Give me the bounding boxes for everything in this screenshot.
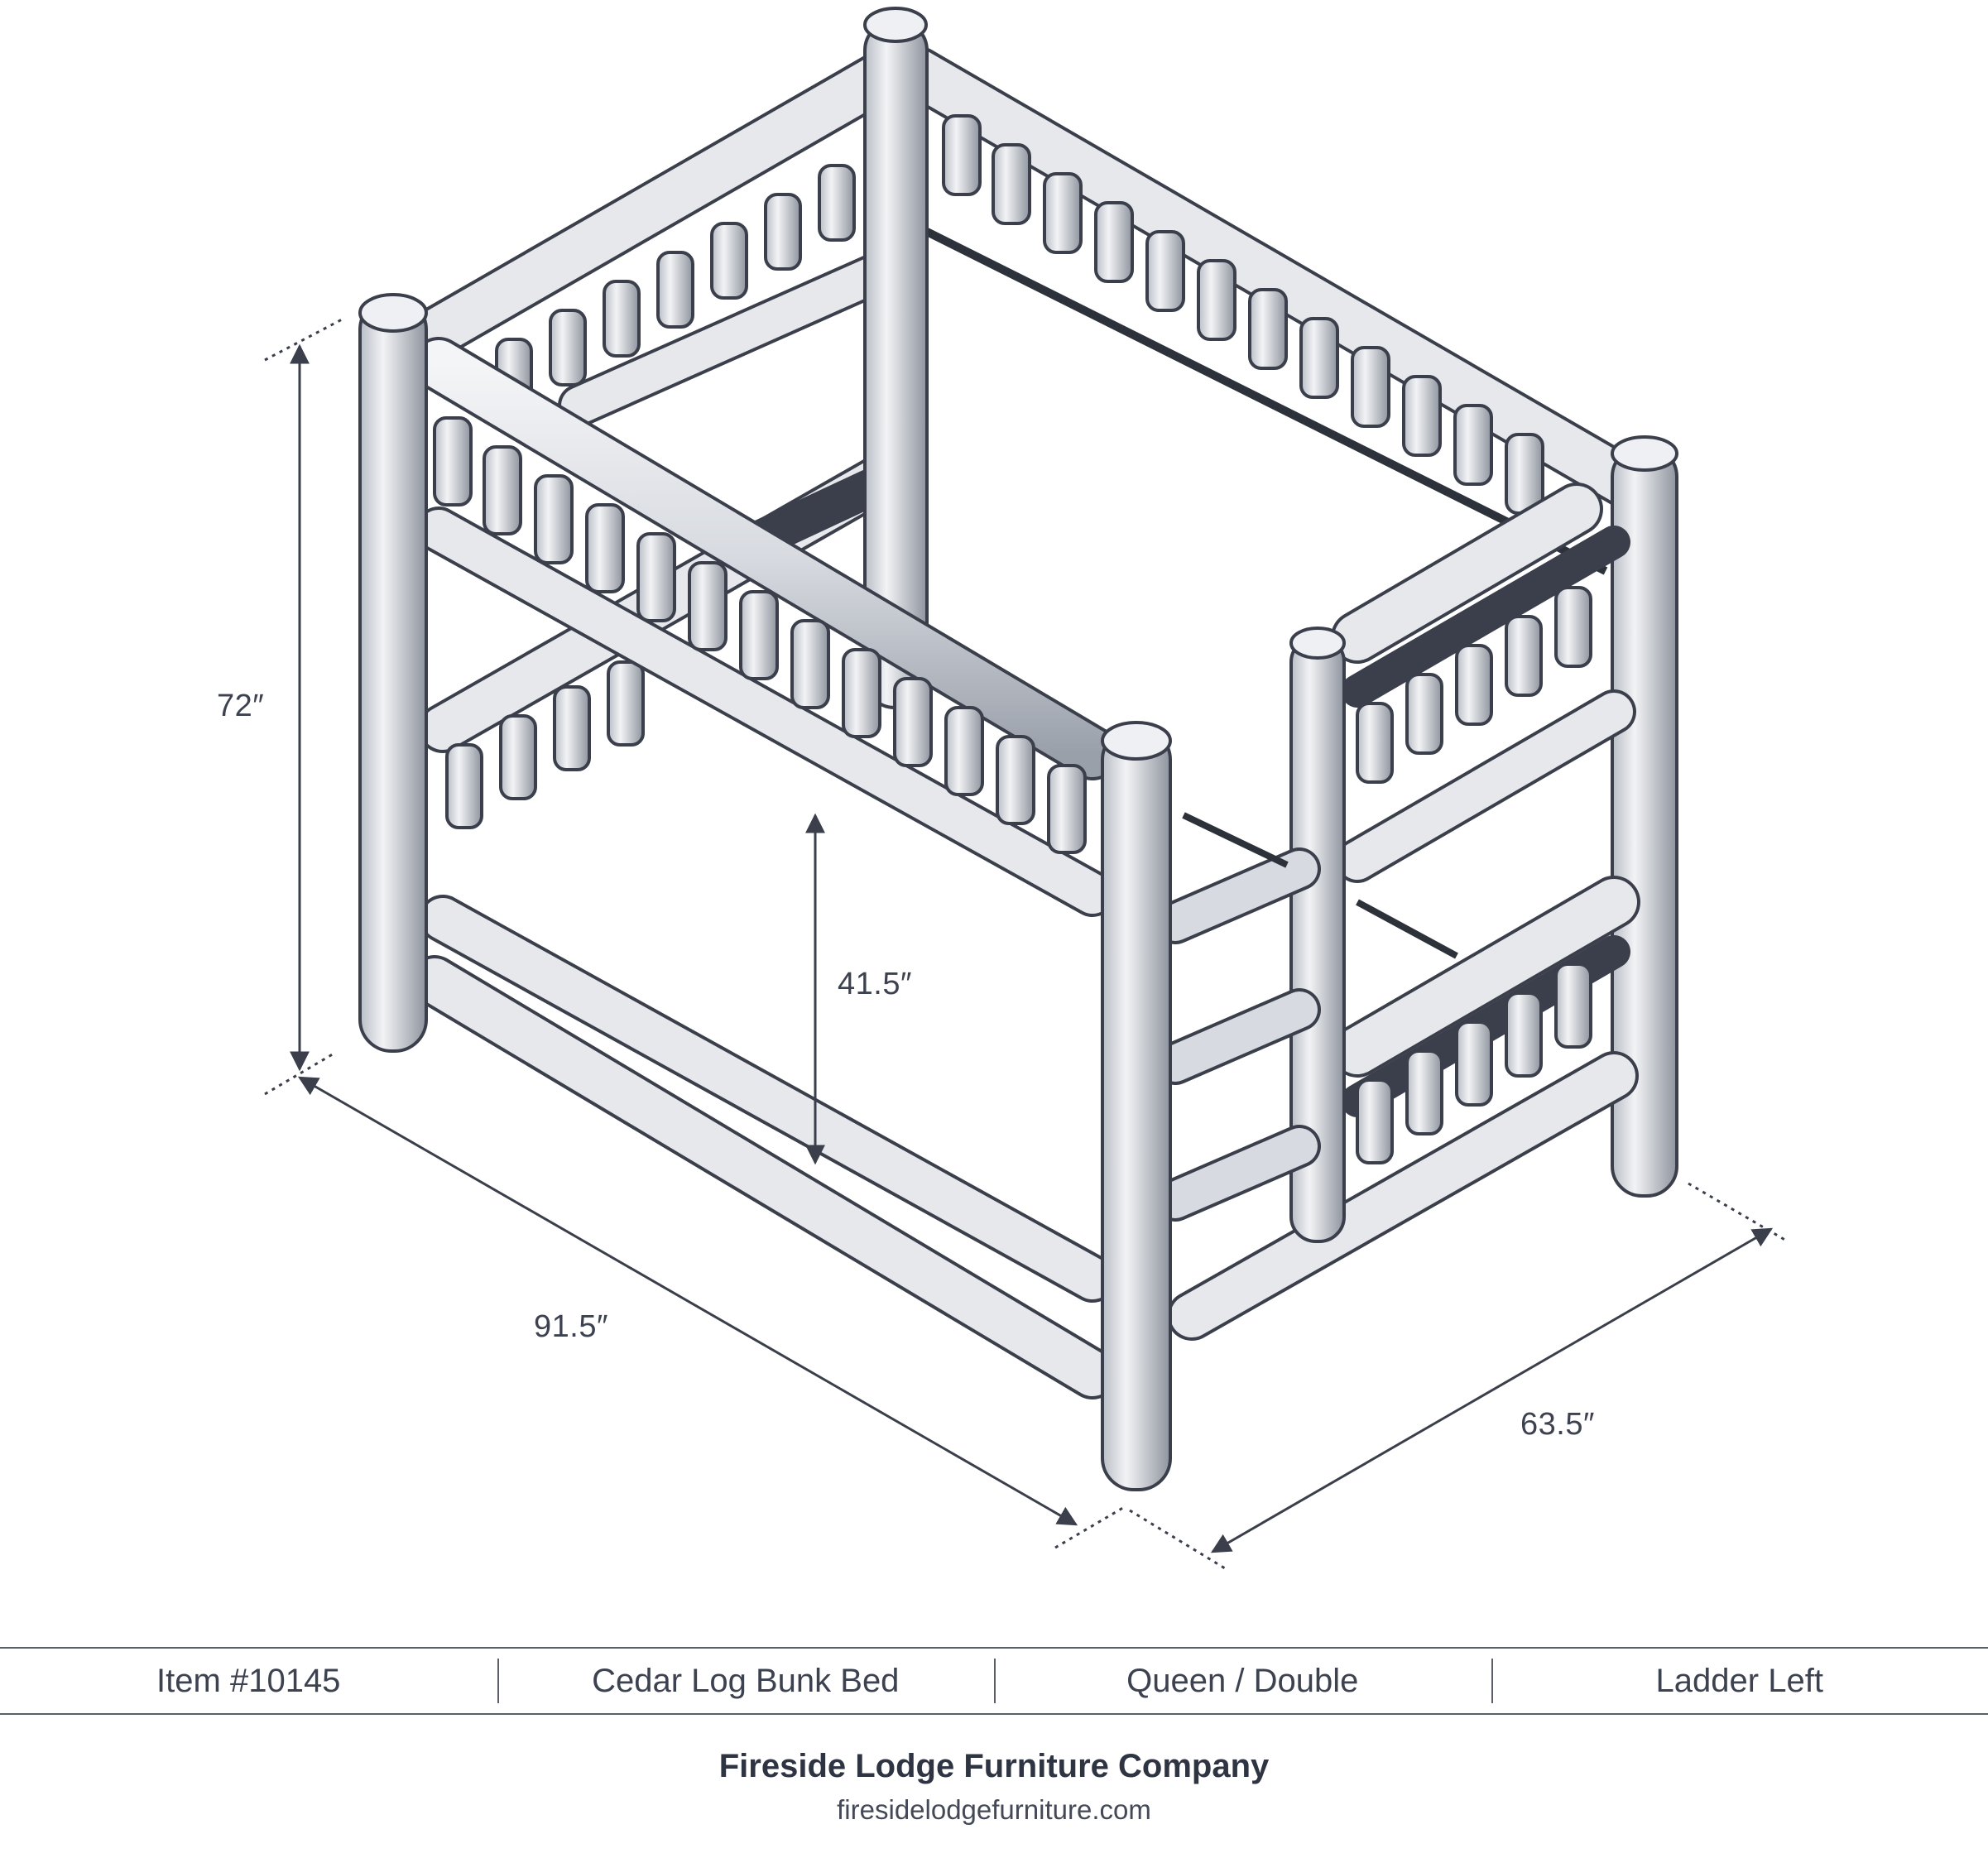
spec-product-name: Cedar Log Bunk Bed: [497, 1649, 995, 1713]
height-dimension-label: 72″: [217, 689, 265, 723]
company-name: Fireside Lodge Furniture Company: [718, 1748, 1270, 1784]
bed-frame: [358, 7, 1678, 1491]
company-url[interactable]: firesidelodgefurniture.com: [837, 1794, 1151, 1825]
spec-bar: Item #10145 Cedar Log Bunk Bed Queen / D…: [0, 1647, 1988, 1715]
spec-item-number: Item #10145: [156, 1662, 341, 1699]
spec-size: Queen / Double: [994, 1649, 1491, 1713]
length-dimension-label: 91.5″: [534, 1309, 608, 1344]
width-dimension-label: 63.5″: [1520, 1407, 1595, 1442]
dimension-lines: [264, 317, 1789, 1570]
lower-bunk-clearance-label: 41.5″: [838, 967, 912, 1001]
bunk-bed-drawing: [264, 7, 1789, 1570]
spec-ladder-side: Ladder Left: [1491, 1649, 1988, 1713]
